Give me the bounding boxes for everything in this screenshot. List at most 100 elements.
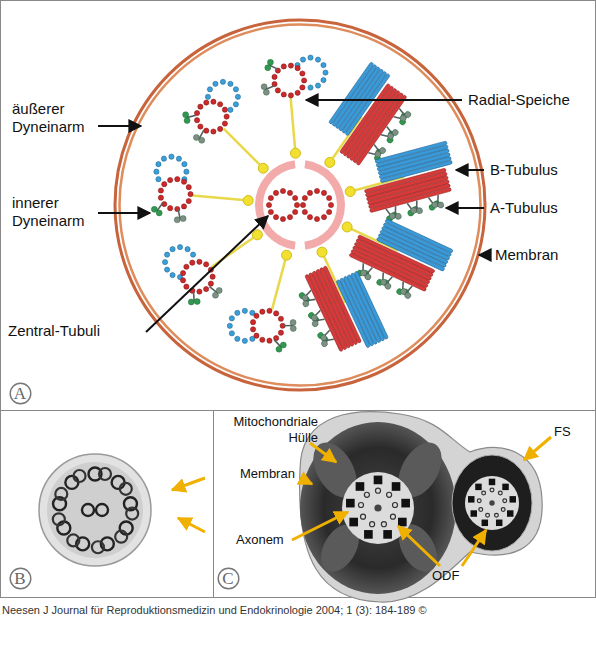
tubulin-dot [323, 70, 328, 75]
dynein-head [194, 299, 200, 305]
inner-dynein-arm [382, 124, 400, 141]
dynein-head [188, 299, 194, 305]
radial-spoke [192, 196, 243, 200]
em-doublet [479, 508, 483, 512]
tubulin-dot [197, 259, 202, 264]
source-caption: Neesen J Journal für Reproduktionsmedizi… [2, 604, 427, 616]
odf-fiber [496, 520, 502, 526]
dynein-head [216, 288, 222, 294]
odf-fiber [356, 482, 365, 491]
outer-dynein-arm [274, 340, 286, 352]
em-doublet [390, 514, 395, 519]
tubulin-dot [321, 62, 326, 67]
tubulin-dot [302, 209, 307, 214]
pointer-arrow [300, 478, 312, 484]
tubulin-dot [161, 156, 166, 161]
tubulin-dot [250, 320, 255, 325]
leader-arrow [98, 125, 141, 127]
tubulin-dot [177, 245, 182, 250]
tubulin-dot [287, 215, 292, 220]
tubulin-dot [278, 316, 283, 321]
tubulin-dot [233, 102, 238, 107]
doublet [261, 55, 328, 98]
tubulin-dot [314, 216, 319, 221]
dynein-head [416, 207, 423, 214]
tubulin-dot [293, 209, 298, 214]
inner-dynein-arm [318, 331, 335, 347]
odf-fiber [374, 476, 383, 485]
doublet [227, 308, 296, 352]
tubulin-dot [162, 260, 167, 265]
spoke-head [243, 195, 253, 205]
dynein-head [364, 273, 372, 281]
tubulin-dot [180, 278, 185, 283]
doublet [162, 245, 222, 305]
odf-fiber [482, 520, 488, 526]
odf-fiber [489, 479, 495, 485]
dynein-head [156, 210, 162, 216]
em-doublet [490, 488, 494, 492]
pointer-arrow [524, 437, 551, 460]
tubulin-dot [213, 81, 218, 86]
tubulin-dot [280, 216, 285, 221]
tubulin-dot [235, 336, 240, 341]
tubulin-dot [227, 323, 232, 328]
tubulin-dot [204, 128, 209, 133]
tubulin-dot [204, 100, 209, 105]
tubulin-dot [224, 114, 229, 119]
tubulin-dot [211, 99, 216, 104]
tubulin-dot [294, 202, 299, 207]
fibrous-sheath [452, 455, 532, 551]
doublet-bundle [292, 255, 388, 365]
part-label: Radial-Speiche [468, 91, 570, 109]
tubulin-dot [175, 177, 180, 182]
tubulin-dot [164, 252, 169, 257]
tubulin-dot [197, 289, 202, 294]
odf-fiber [507, 510, 513, 516]
dynein-head [184, 118, 190, 124]
dynein-head [320, 340, 328, 348]
dynein-head [378, 146, 386, 154]
tubulin-dot [281, 92, 286, 97]
odf-fiber [510, 496, 516, 502]
dynein-head [391, 128, 399, 136]
dynein-head [404, 110, 412, 118]
dynein-head [280, 342, 286, 348]
inner-dynein-arm [399, 282, 415, 299]
a-tubule-rod [305, 274, 344, 352]
tubulin-dot [293, 195, 298, 200]
em-tubule [120, 483, 132, 495]
em-central-pair [374, 504, 381, 511]
em-doublet [503, 499, 507, 503]
a-tubule-rod [308, 272, 347, 350]
em-doublet [364, 492, 369, 497]
central-tubule [300, 188, 333, 221]
odf-fiber [398, 518, 407, 527]
tubulin-dot [229, 316, 234, 321]
tubulin-dot [300, 202, 305, 207]
odf-fiber [471, 510, 477, 516]
tubulin-dot [300, 85, 305, 90]
dynein-head [410, 207, 417, 214]
tubulin-dot [218, 126, 223, 131]
a-tubule-rod [369, 187, 451, 212]
leader-arrow [479, 254, 490, 256]
inner-dynein-arm [394, 106, 412, 123]
tubulin-dot [186, 185, 191, 190]
em-cross-section [39, 454, 205, 566]
dynein-head [180, 216, 186, 222]
panel-letter: C [217, 567, 240, 590]
part-label: FS [554, 424, 571, 440]
b-tubule [295, 55, 328, 90]
tubulin-dot [190, 260, 195, 265]
radial-spoke [291, 97, 295, 148]
part-label: Zentral-Tubuli [8, 322, 100, 340]
tubulin-dot [198, 124, 203, 129]
tubulin-dot [295, 90, 300, 95]
leader-arrow [306, 99, 462, 101]
inner-dynein-arm [209, 287, 222, 299]
radial-spoke [224, 129, 260, 165]
outer-dynein-arm [188, 292, 200, 305]
tubulin-dot [302, 78, 307, 83]
tubulin-dot [272, 74, 277, 79]
